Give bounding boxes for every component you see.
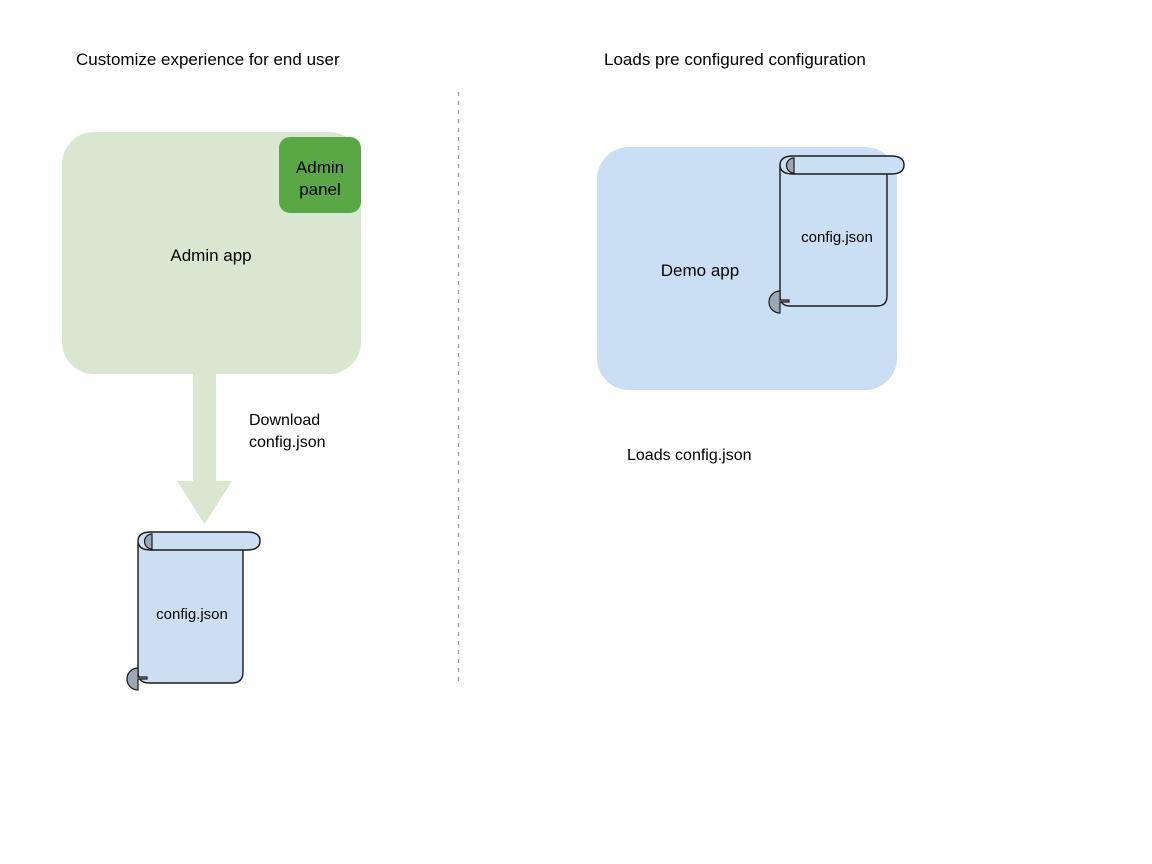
download-arrow-label-line2: config.json bbox=[249, 434, 326, 451]
right-config-document[interactable]: config.json bbox=[768, 155, 905, 314]
admin-panel-label-line1: Admin bbox=[296, 158, 344, 177]
left-config-document[interactable]: config.json bbox=[126, 531, 261, 691]
download-arrow-label-line1: Download bbox=[249, 412, 320, 429]
left-section-heading: Customize experience for end user bbox=[76, 50, 340, 69]
admin-panel-chip[interactable]: Admin panel bbox=[279, 137, 361, 213]
download-arrow-shape bbox=[177, 372, 232, 524]
right-config-document-top-roll bbox=[779, 155, 905, 175]
right-config-document-label: config.json bbox=[801, 229, 873, 246]
admin-app-label: Admin app bbox=[170, 246, 251, 265]
left-section: Customize experience for end user Admin … bbox=[62, 50, 361, 691]
scroll-curl-icon bbox=[768, 290, 790, 314]
right-section: Loads pre configured configuration Demo … bbox=[597, 50, 905, 464]
scroll-curl-icon bbox=[126, 667, 148, 691]
download-arrow: Download config.json bbox=[177, 372, 326, 524]
left-config-document-top-roll bbox=[137, 531, 261, 551]
scroll-roll-icon bbox=[143, 533, 153, 550]
admin-panel-label-line2: panel bbox=[299, 180, 341, 199]
right-section-caption: Loads config.json bbox=[627, 447, 752, 464]
left-config-document-label: config.json bbox=[156, 606, 228, 623]
right-section-heading: Loads pre configured configuration bbox=[604, 50, 866, 69]
scroll-roll-icon bbox=[785, 157, 795, 174]
demo-app-label: Demo app bbox=[661, 261, 739, 280]
admin-panel-shape[interactable] bbox=[279, 137, 361, 213]
